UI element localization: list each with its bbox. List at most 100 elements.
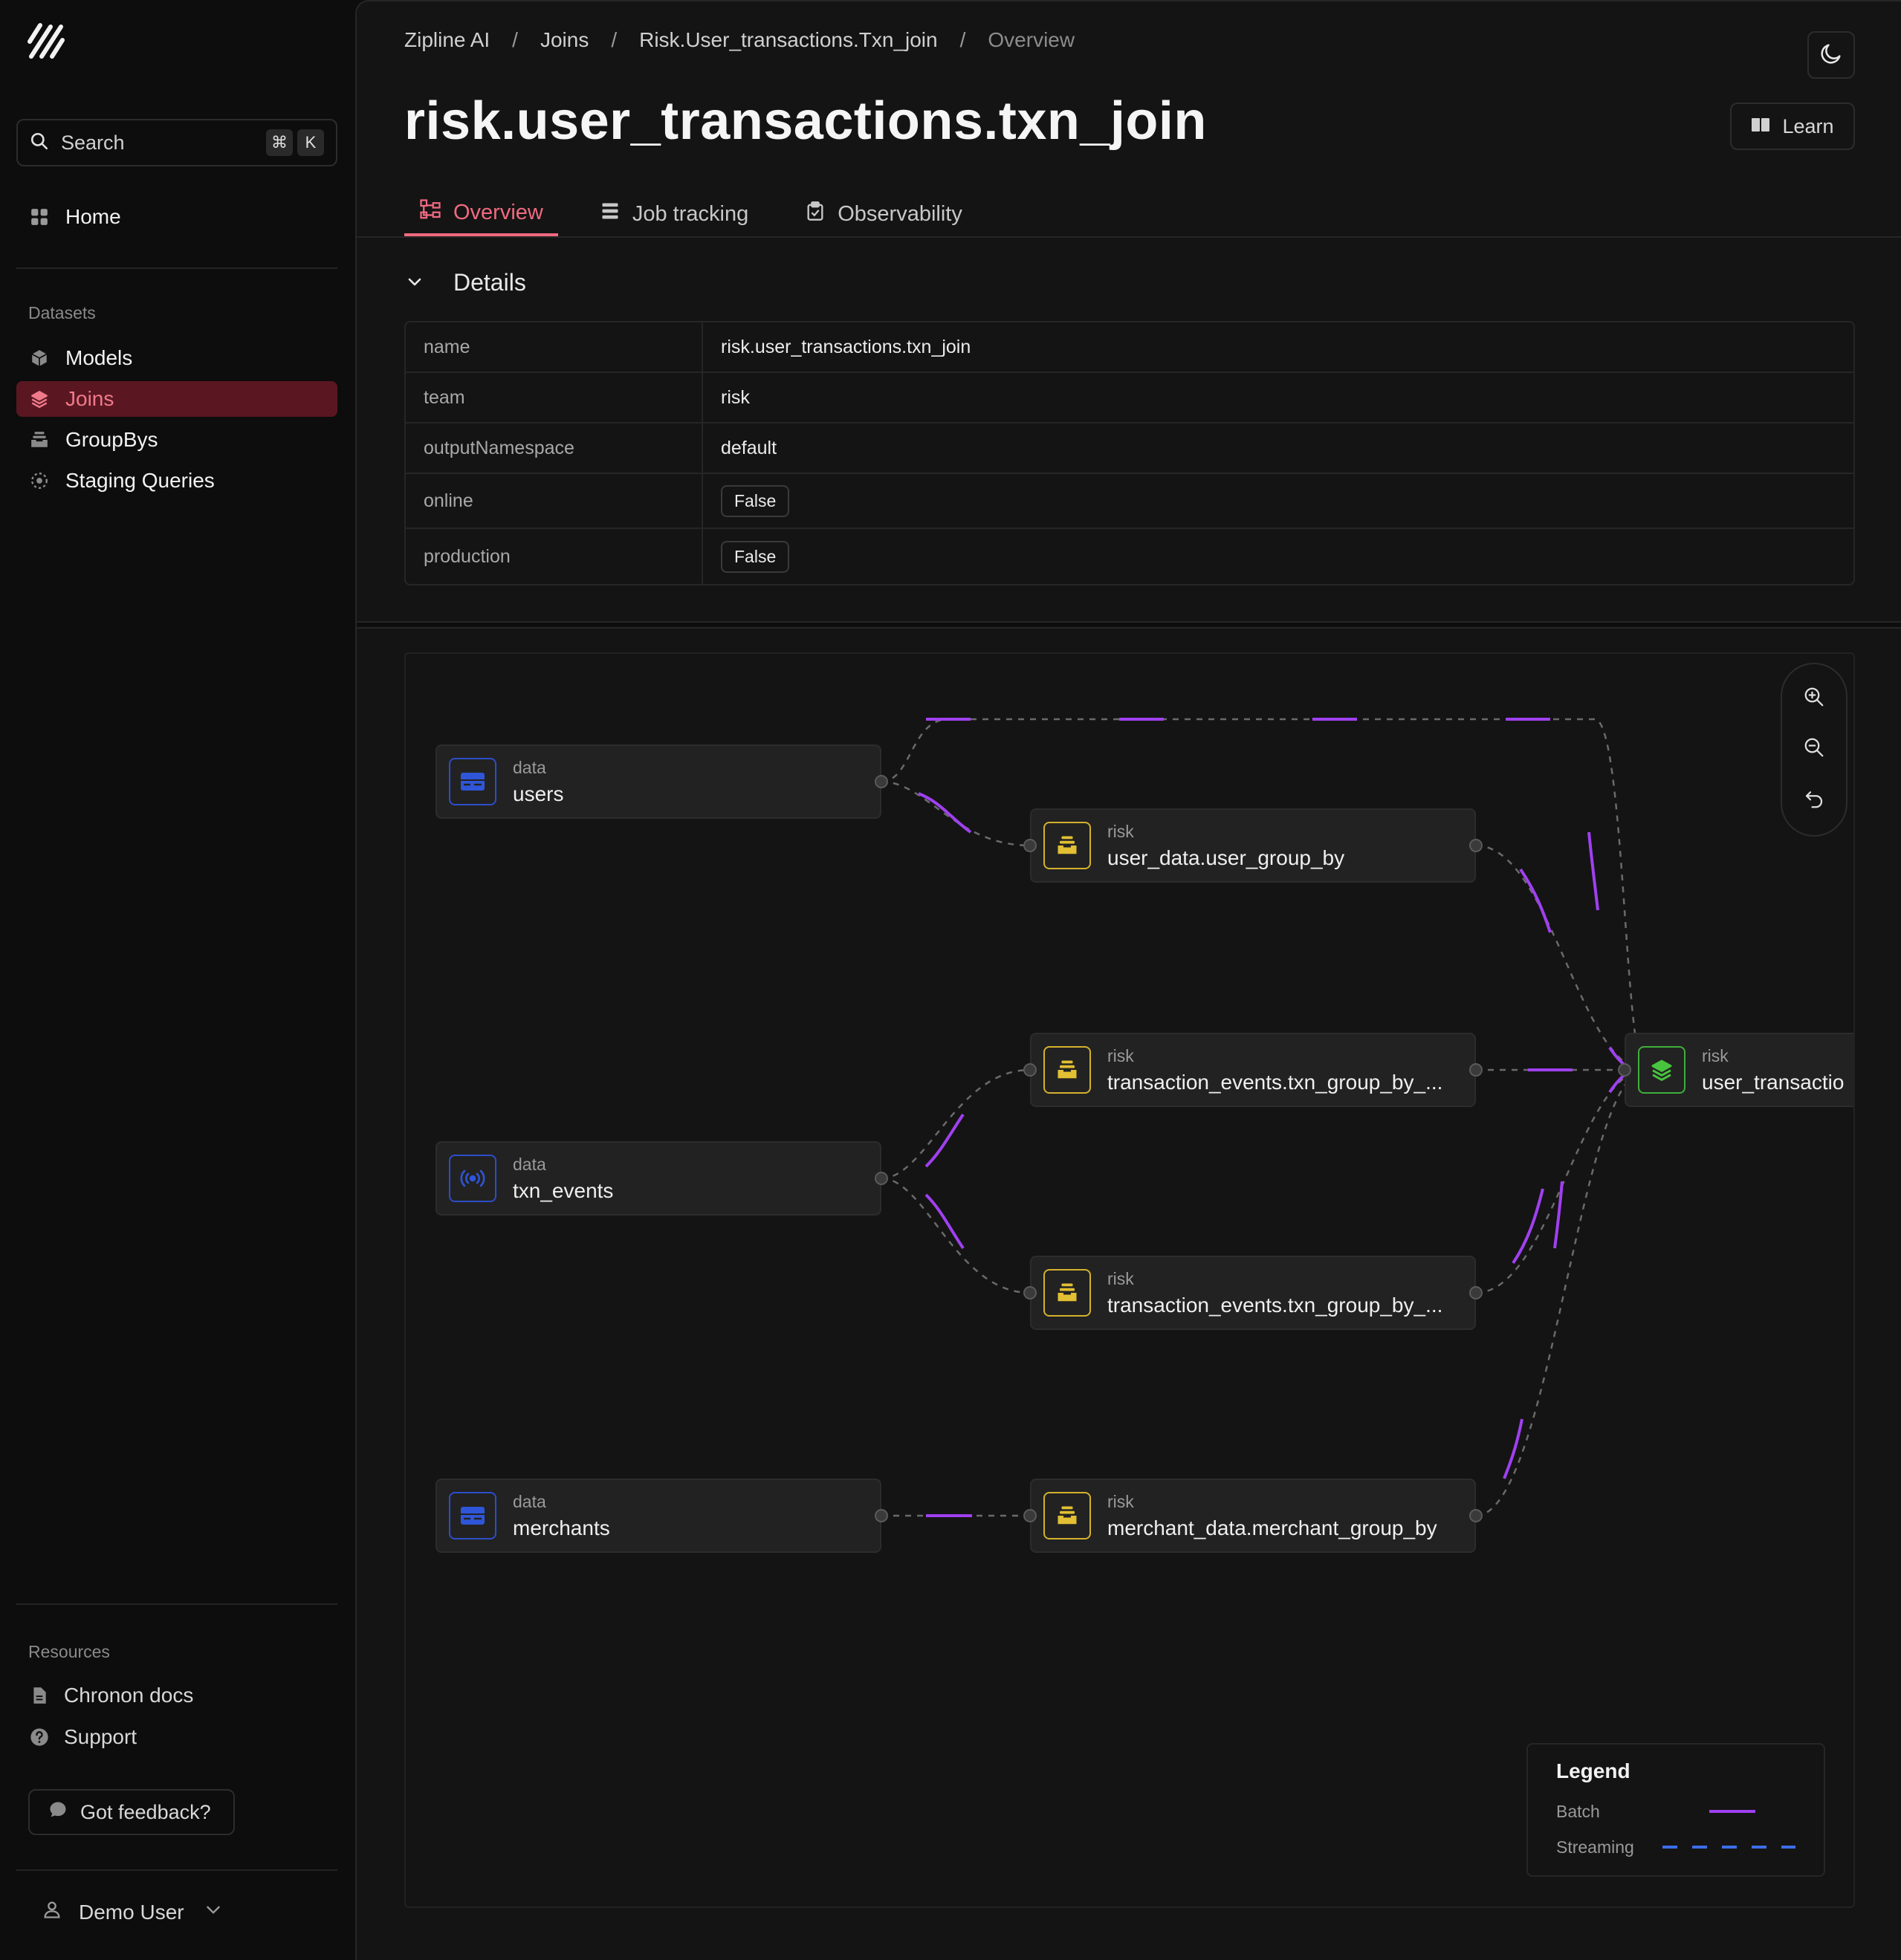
tab-label: Job tracking [632, 201, 749, 226]
node-type: risk [1107, 1045, 1134, 1065]
user-menu[interactable]: Demo User [42, 1899, 223, 1925]
edge-batch [1503, 1418, 1523, 1479]
hierarchy-icon [419, 198, 441, 227]
node-input-handle[interactable] [1618, 1063, 1631, 1077]
list-icon [600, 201, 621, 227]
node-name: users [513, 782, 564, 805]
details-table: name risk.user_transactions.txn_join tea… [404, 321, 1855, 585]
tab-observability[interactable]: Observability [790, 192, 977, 236]
tray-icon [28, 429, 51, 451]
chevron-down-icon [406, 269, 424, 296]
sidebar-item-models[interactable]: Models [16, 340, 337, 376]
node-output-handle[interactable] [1469, 839, 1483, 852]
breadcrumb-separator: / [959, 28, 966, 51]
sidebar-item-joins[interactable]: Joins [16, 381, 337, 417]
legend-title: Legend [1556, 1759, 1630, 1782]
detail-value: risk [721, 386, 750, 408]
detail-key: team [406, 373, 703, 422]
page-title: risk.user_transactions.txn_join [404, 91, 1207, 151]
layers-icon [1638, 1046, 1685, 1094]
table-row: online False [406, 474, 1853, 529]
sidebar-item-home[interactable]: Home [16, 199, 337, 235]
datasets-section-label: Datasets [28, 303, 96, 322]
zipline-logo-icon[interactable] [27, 21, 67, 61]
breadcrumb-separator: / [611, 28, 618, 51]
edge-streaming [881, 780, 1031, 847]
chronon-docs-link[interactable]: Chronon docs [28, 1684, 193, 1707]
cube-icon [28, 347, 51, 369]
detail-value: risk.user_transactions.txn_join [721, 336, 971, 357]
shortcut-key-cmd: ⌘ [266, 129, 293, 156]
dashed-circle-icon [28, 470, 51, 492]
sidebar-item-staging-queries[interactable]: Staging Queries [16, 463, 337, 499]
node-name: merchant_data.merchant_group_by [1107, 1516, 1437, 1539]
table-row: name risk.user_transactions.txn_join [406, 322, 1853, 373]
edge-batch [1512, 1188, 1544, 1265]
learn-button[interactable]: Learn [1730, 103, 1855, 150]
user-name: Demo User [79, 1900, 184, 1924]
edge-streaming [1475, 1068, 1646, 1294]
edge-batch [924, 1113, 965, 1168]
sidebar-divider [16, 1603, 337, 1605]
node-name: user_data.user_group_by [1107, 846, 1345, 869]
question-icon [28, 1726, 51, 1748]
details-toggle[interactable]: Details [406, 269, 526, 296]
graph-node-user-group-by[interactable]: risk user_data.user_group_by [1030, 808, 1476, 883]
clipboard-check-icon [805, 201, 826, 227]
node-output-handle[interactable] [1469, 1509, 1483, 1522]
node-name: transaction_events.txn_group_by_... [1107, 1293, 1443, 1317]
grid-icon [28, 206, 51, 228]
details-heading: Details [453, 269, 526, 296]
sidebar-item-label: Home [65, 205, 121, 228]
sidebar: Search ⌘ K Home Datasets Models Joins [0, 0, 355, 1960]
node-input-handle[interactable] [1023, 839, 1037, 852]
sidebar-item-groupbys[interactable]: GroupBys [16, 422, 337, 458]
zoom-in-button[interactable] [1796, 681, 1832, 716]
legend-batch-line [1709, 1810, 1755, 1813]
node-input-handle[interactable] [1023, 1509, 1037, 1522]
detail-value: False [703, 474, 1853, 528]
theme-toggle-button[interactable] [1807, 31, 1855, 79]
table-row: outputNamespace default [406, 424, 1853, 474]
main-panel: Zipline AI / Joins / Risk.User_transacti… [355, 0, 1901, 1960]
node-output-handle[interactable] [1469, 1286, 1483, 1299]
edge-batch [924, 1193, 965, 1250]
node-type: risk [1107, 1491, 1134, 1511]
chat-bubble-icon [48, 1800, 68, 1826]
breadcrumb-item[interactable]: Joins [540, 28, 589, 51]
search-button[interactable]: Search ⌘ K [16, 119, 337, 166]
tab-overview[interactable]: Overview [404, 192, 558, 236]
node-input-handle[interactable] [1023, 1063, 1037, 1077]
graph-node-txn-group-by-2[interactable]: risk transaction_events.txn_group_by_... [1030, 1256, 1476, 1330]
node-type: data [513, 1491, 546, 1511]
node-output-handle[interactable] [875, 1509, 888, 1522]
search-icon [30, 132, 49, 155]
detail-key: name [406, 322, 703, 371]
feedback-button[interactable]: Got feedback? [28, 1789, 235, 1835]
sidebar-divider [16, 1869, 337, 1871]
node-output-handle[interactable] [875, 1172, 888, 1185]
node-type: risk [1107, 821, 1134, 841]
graph-node-merchant-group-by[interactable]: risk merchant_data.merchant_group_by [1030, 1479, 1476, 1553]
support-link[interactable]: Support [28, 1725, 137, 1749]
reset-view-button[interactable] [1796, 783, 1832, 819]
breadcrumb-item[interactable]: Risk.User_transactions.Txn_join [639, 28, 938, 51]
zoom-out-button[interactable] [1796, 732, 1832, 768]
tray-icon [1043, 1046, 1091, 1094]
chronon-docs-label: Chronon docs [64, 1684, 194, 1707]
node-input-handle[interactable] [1023, 1286, 1037, 1299]
node-output-handle[interactable] [1469, 1063, 1483, 1077]
node-name: txn_events [513, 1178, 614, 1202]
node-type: risk [1107, 1268, 1134, 1288]
detail-key: outputNamespace [406, 424, 703, 473]
tab-job-tracking[interactable]: Job tracking [585, 192, 763, 236]
edge-streaming [881, 1068, 1031, 1180]
node-output-handle[interactable] [875, 775, 888, 788]
breadcrumb-item[interactable]: Zipline AI [404, 28, 490, 51]
